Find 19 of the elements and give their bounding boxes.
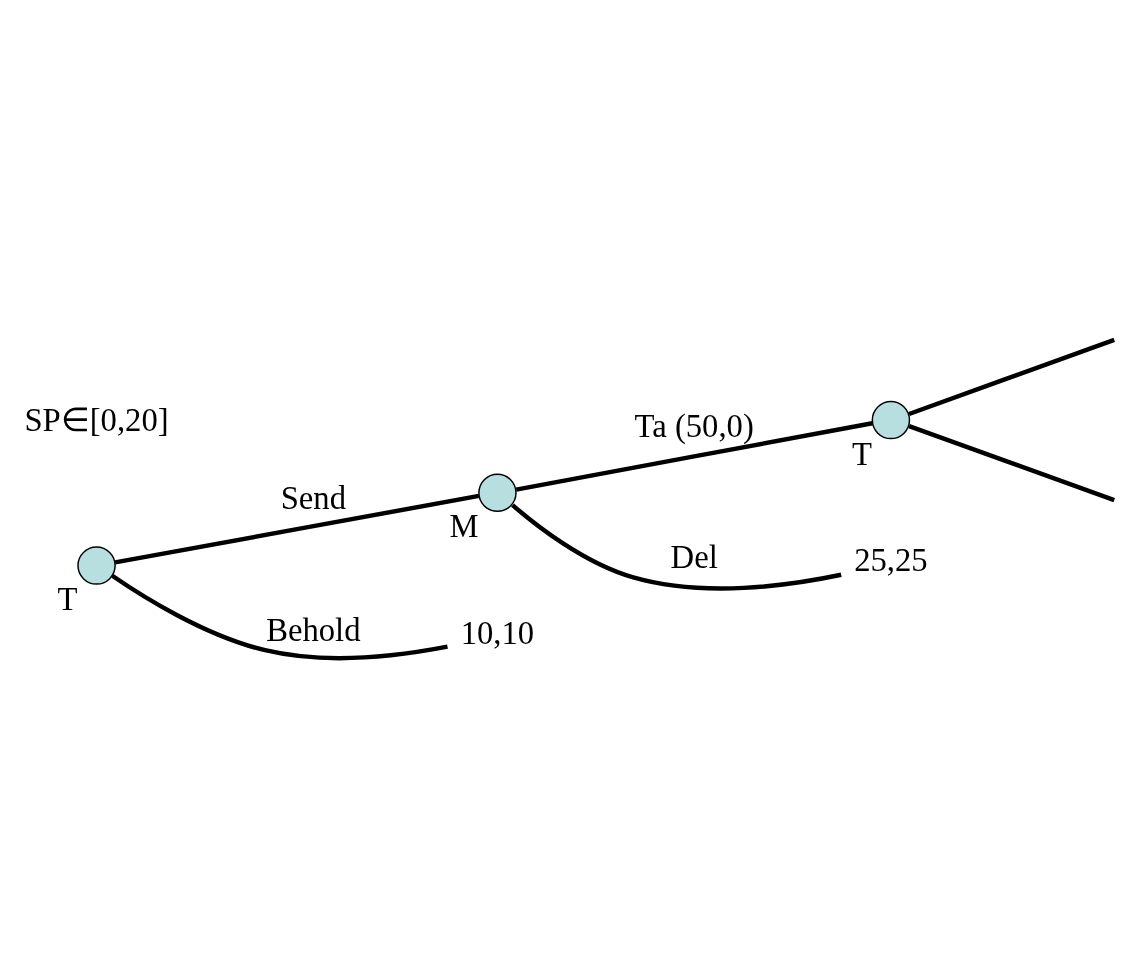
node-label: T [851,435,872,472]
connector [515,421,873,492]
node-circle [871,400,911,440]
connector [908,423,1115,503]
node-label: T [57,581,78,618]
edge-label: Del [670,538,718,575]
node-label: M [449,508,479,545]
node-text: 10,10 [460,614,535,651]
connector [114,493,480,565]
node-text: 25,25 [854,541,928,578]
label: SP∈[0,20] [24,402,169,439]
node-circle [77,546,116,585]
node-circle [478,473,517,513]
connector [511,503,842,591]
connector [111,573,448,661]
edge-label: Behold [266,611,361,648]
connector [908,337,1115,417]
edge-label: Send [280,479,346,516]
edge-label: Ta (50,0) [634,408,754,445]
